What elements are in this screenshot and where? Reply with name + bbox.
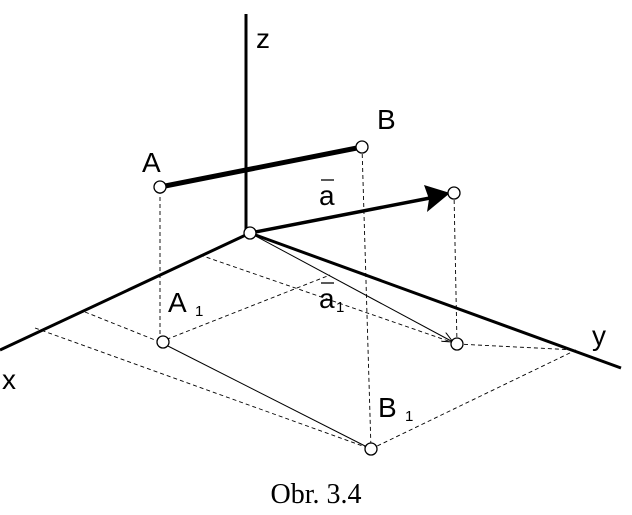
figure-caption: Obr. 3.4 [271,479,362,510]
vector-a1-label-base: a [319,283,335,314]
y-axis-label: y [592,320,606,351]
point-a1 [156,335,170,349]
vector-a1-label-sub: 1 [336,299,344,316]
x-axis-label: x [2,364,16,395]
vector-a [249,196,431,235]
point-b1-label-sub: 1 [405,408,413,425]
segment-a-b [159,144,363,190]
point-a-label: A [142,147,161,178]
point-a [153,180,167,194]
vector-a-label: a [319,180,335,211]
x-axis [0,231,251,352]
vector-a-arrowhead [424,185,450,212]
point-vector-tip [447,186,461,200]
point-b1 [364,442,378,456]
vector-a1 [249,232,453,342]
construction-lines [34,146,577,450]
point-b-label: B [377,104,396,135]
point-b1-label-base: B [378,392,397,423]
segment-a1-b1 [159,341,372,450]
point-b [355,140,369,154]
y-axis [249,231,622,370]
origin-point [243,226,257,240]
z-axis-label: z [256,23,270,54]
point-a1-label-sub: 1 [195,303,203,320]
point-vector-tip-projection [450,337,464,351]
point-a1-label-base: A [168,287,187,318]
